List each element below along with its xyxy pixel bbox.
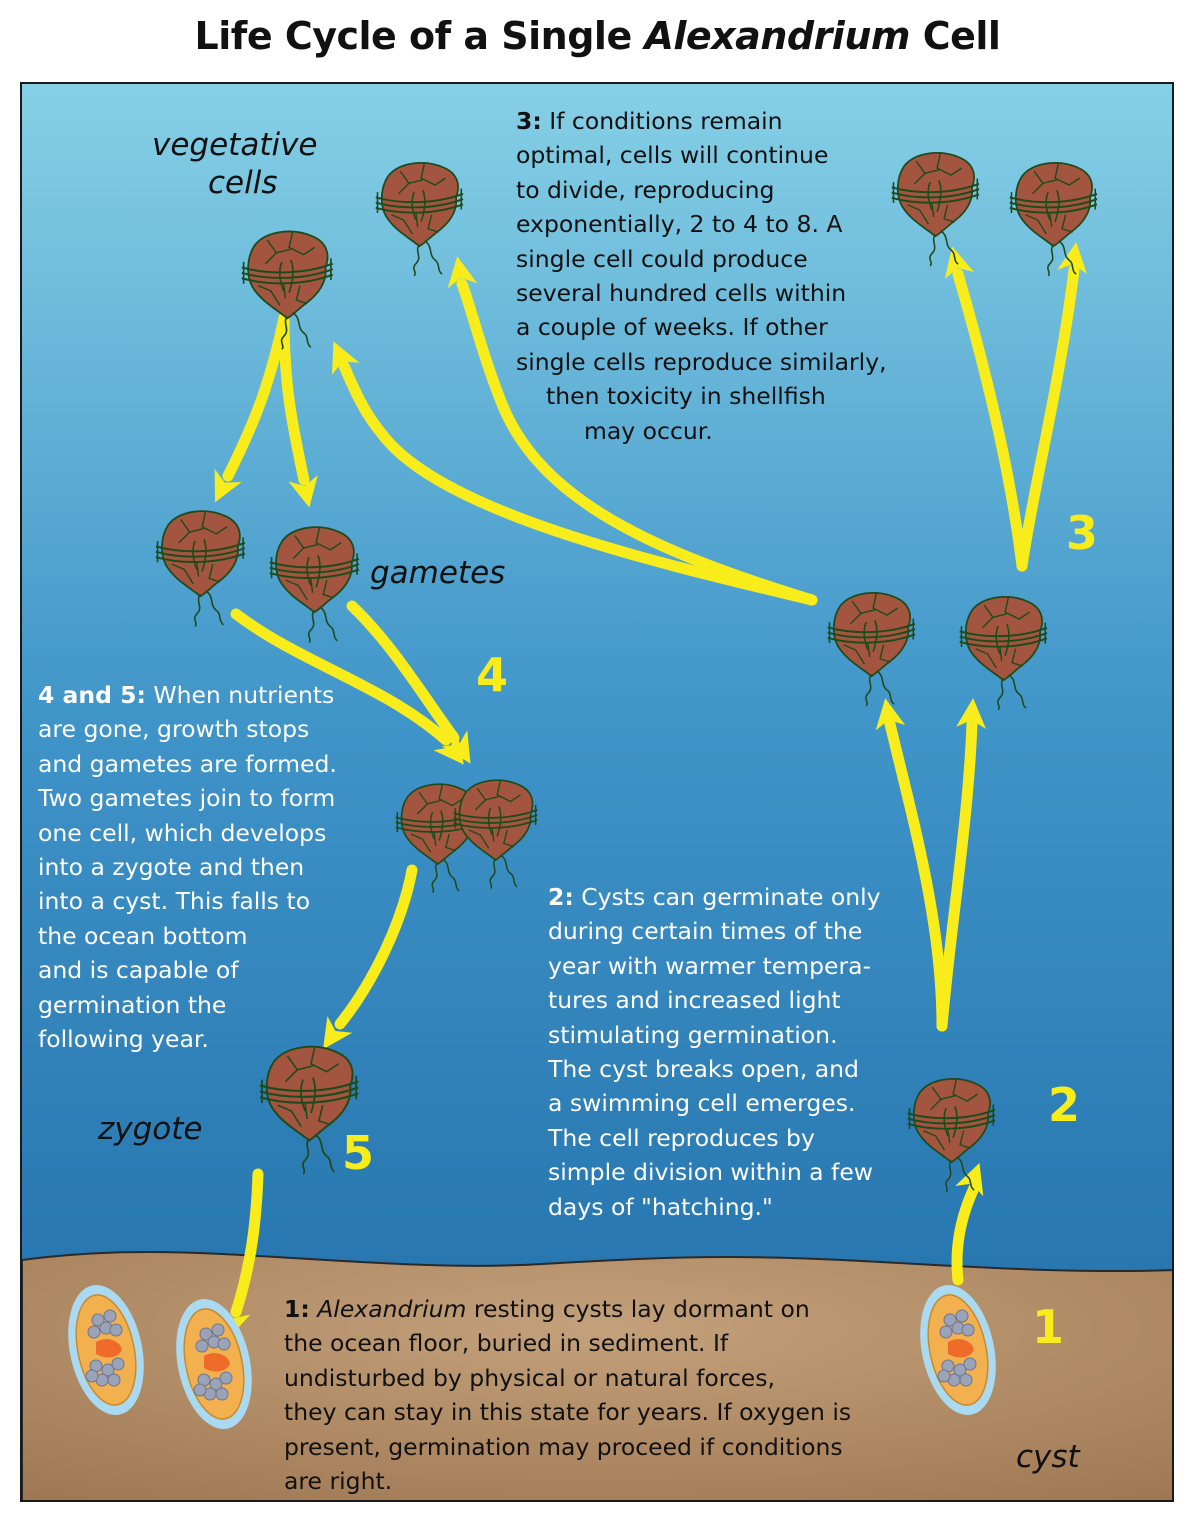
caption-3-line-9: then toxicity in shellfish: [546, 382, 826, 411]
ocean-scene: vegetative cells gametes zygote cyst 1 2…: [20, 82, 1174, 1502]
sediment: [22, 1251, 1172, 1500]
caption-3-line-5: single cell could produce: [516, 244, 808, 273]
caption-45-line-7: into a cyst. This falls to: [38, 887, 311, 916]
caption-3-line-7: a couple of weeks. If other: [516, 313, 828, 342]
step-number-4: 4: [476, 648, 509, 702]
caption-2-line-1: 2: Cysts can germinate only: [548, 883, 881, 911]
caption-2-line-3: year with warmer tempera-: [548, 951, 872, 980]
label-vegetative-cells: vegetative cells: [152, 126, 318, 202]
arrow-fusion-to-zygote: [323, 864, 418, 1050]
title-tail: Cell: [909, 14, 1001, 58]
caption-1-line-5: present, germination may proceed if cond…: [284, 1432, 843, 1461]
caption-2-line-5: stimulating germination.: [548, 1020, 838, 1049]
caption-45-line-4: Two gametes join to form: [38, 784, 336, 813]
label-zygote: zygote: [98, 1111, 203, 1147]
label-vegetative: vegetative: [152, 127, 318, 163]
caption-2-lead: 2:: [548, 883, 574, 911]
caption-1-line-4: they can stay in this state for years. I…: [284, 1398, 852, 1427]
caption-step-1: 1: Alexandrium resting cysts lay dormant…: [284, 1292, 944, 1498]
arrow-vegetative-to-gamete-right: [278, 312, 318, 508]
caption-1-lead: 1:: [284, 1295, 310, 1323]
step-number-1: 1: [1032, 1300, 1065, 1354]
caption-1-line-6: are right.: [284, 1467, 393, 1496]
caption-45-line-3: and gametes are formed.: [38, 749, 337, 778]
step-number-2: 2: [1048, 1078, 1081, 1132]
diagram-title: Life Cycle of a Single Alexandrium Cell: [0, 14, 1195, 58]
caption-2-line-6: The cyst breaks open, and: [548, 1055, 859, 1084]
caption-step-4-and-5: 4 and 5: When nutrients are gone, growth…: [38, 678, 418, 1056]
caption-step-3: 3: If conditions remain optimal, cells w…: [516, 104, 976, 448]
caption-45-line-10: germination the: [38, 990, 227, 1019]
label-cyst: cyst: [1016, 1439, 1080, 1475]
step-number-3: 3: [1066, 506, 1099, 560]
caption-2-line-7: a swimming cell emerges.: [548, 1089, 856, 1118]
arrow-gamete-right-to-fusion: [346, 600, 471, 764]
arrow-left-cell-to-vegetative: [331, 341, 818, 606]
caption-step-2: 2: Cysts can germinate only during certa…: [548, 880, 948, 1224]
caption-1-line-3: undisturbed by physical or natural force…: [284, 1363, 775, 1392]
caption-2-line-8: The cell reproduces by: [548, 1123, 815, 1152]
caption-3-line-6: several hundred cells within: [516, 279, 847, 308]
caption-45-line-11: following year.: [38, 1025, 209, 1054]
caption-1-line-1: 1: Alexandrium resting cysts lay dormant…: [284, 1295, 810, 1323]
caption-3-line-8: single cells reproduce similarly,: [516, 347, 887, 376]
title-genus: Alexandrium: [644, 14, 910, 58]
title-text: Life Cycle of a Single: [194, 14, 645, 58]
caption-45-line-2: are gone, growth stops: [38, 715, 310, 744]
caption-45-line-5: one cell, which develops: [38, 818, 327, 847]
label-cells: cells: [208, 165, 278, 201]
caption-2-line-9: simple division within a few: [548, 1158, 874, 1187]
caption-2-line-4: tures and increased light: [548, 986, 841, 1015]
caption-45-line-6: into a zygote and then: [38, 853, 305, 882]
caption-3-line-1: 3: If conditions remain: [516, 107, 783, 135]
arrow-left-cell-to-top-cell: [447, 256, 818, 606]
arrow-right-cell-up-left: [944, 246, 1028, 572]
arrow-swimmer-to-cell-right: [936, 698, 986, 1032]
caption-3-line-10: may occur.: [584, 416, 713, 445]
caption-45-lead: 4 and 5:: [38, 681, 146, 709]
caption-2-line-2: during certain times of the: [548, 917, 863, 946]
caption-45-line-9: and is capable of: [38, 956, 239, 985]
step-number-5: 5: [342, 1126, 375, 1180]
caption-45-line-1: 4 and 5: When nutrients: [38, 681, 335, 709]
caption-1-line-2: the ocean floor, buried in sediment. If: [284, 1329, 729, 1358]
caption-2-line-10: days of "hatching.": [548, 1192, 773, 1221]
label-gametes: gametes: [370, 555, 506, 591]
arrows-layer: [214, 242, 1087, 1340]
caption-3-line-2: optimal, cells will continue: [516, 141, 829, 170]
caption-3-line-4: exponentially, 2 to 4 to 8. A: [516, 210, 843, 239]
caption-3-line-3: to divide, reproducing: [516, 175, 775, 204]
caption-45-line-8: the ocean bottom: [38, 921, 248, 950]
caption-3-lead: 3:: [516, 107, 542, 135]
caption-1-genus: Alexandrium: [309, 1295, 467, 1323]
arrow-right-cell-up-right: [1016, 242, 1087, 572]
life-cycle-illustration: [22, 84, 1172, 1500]
